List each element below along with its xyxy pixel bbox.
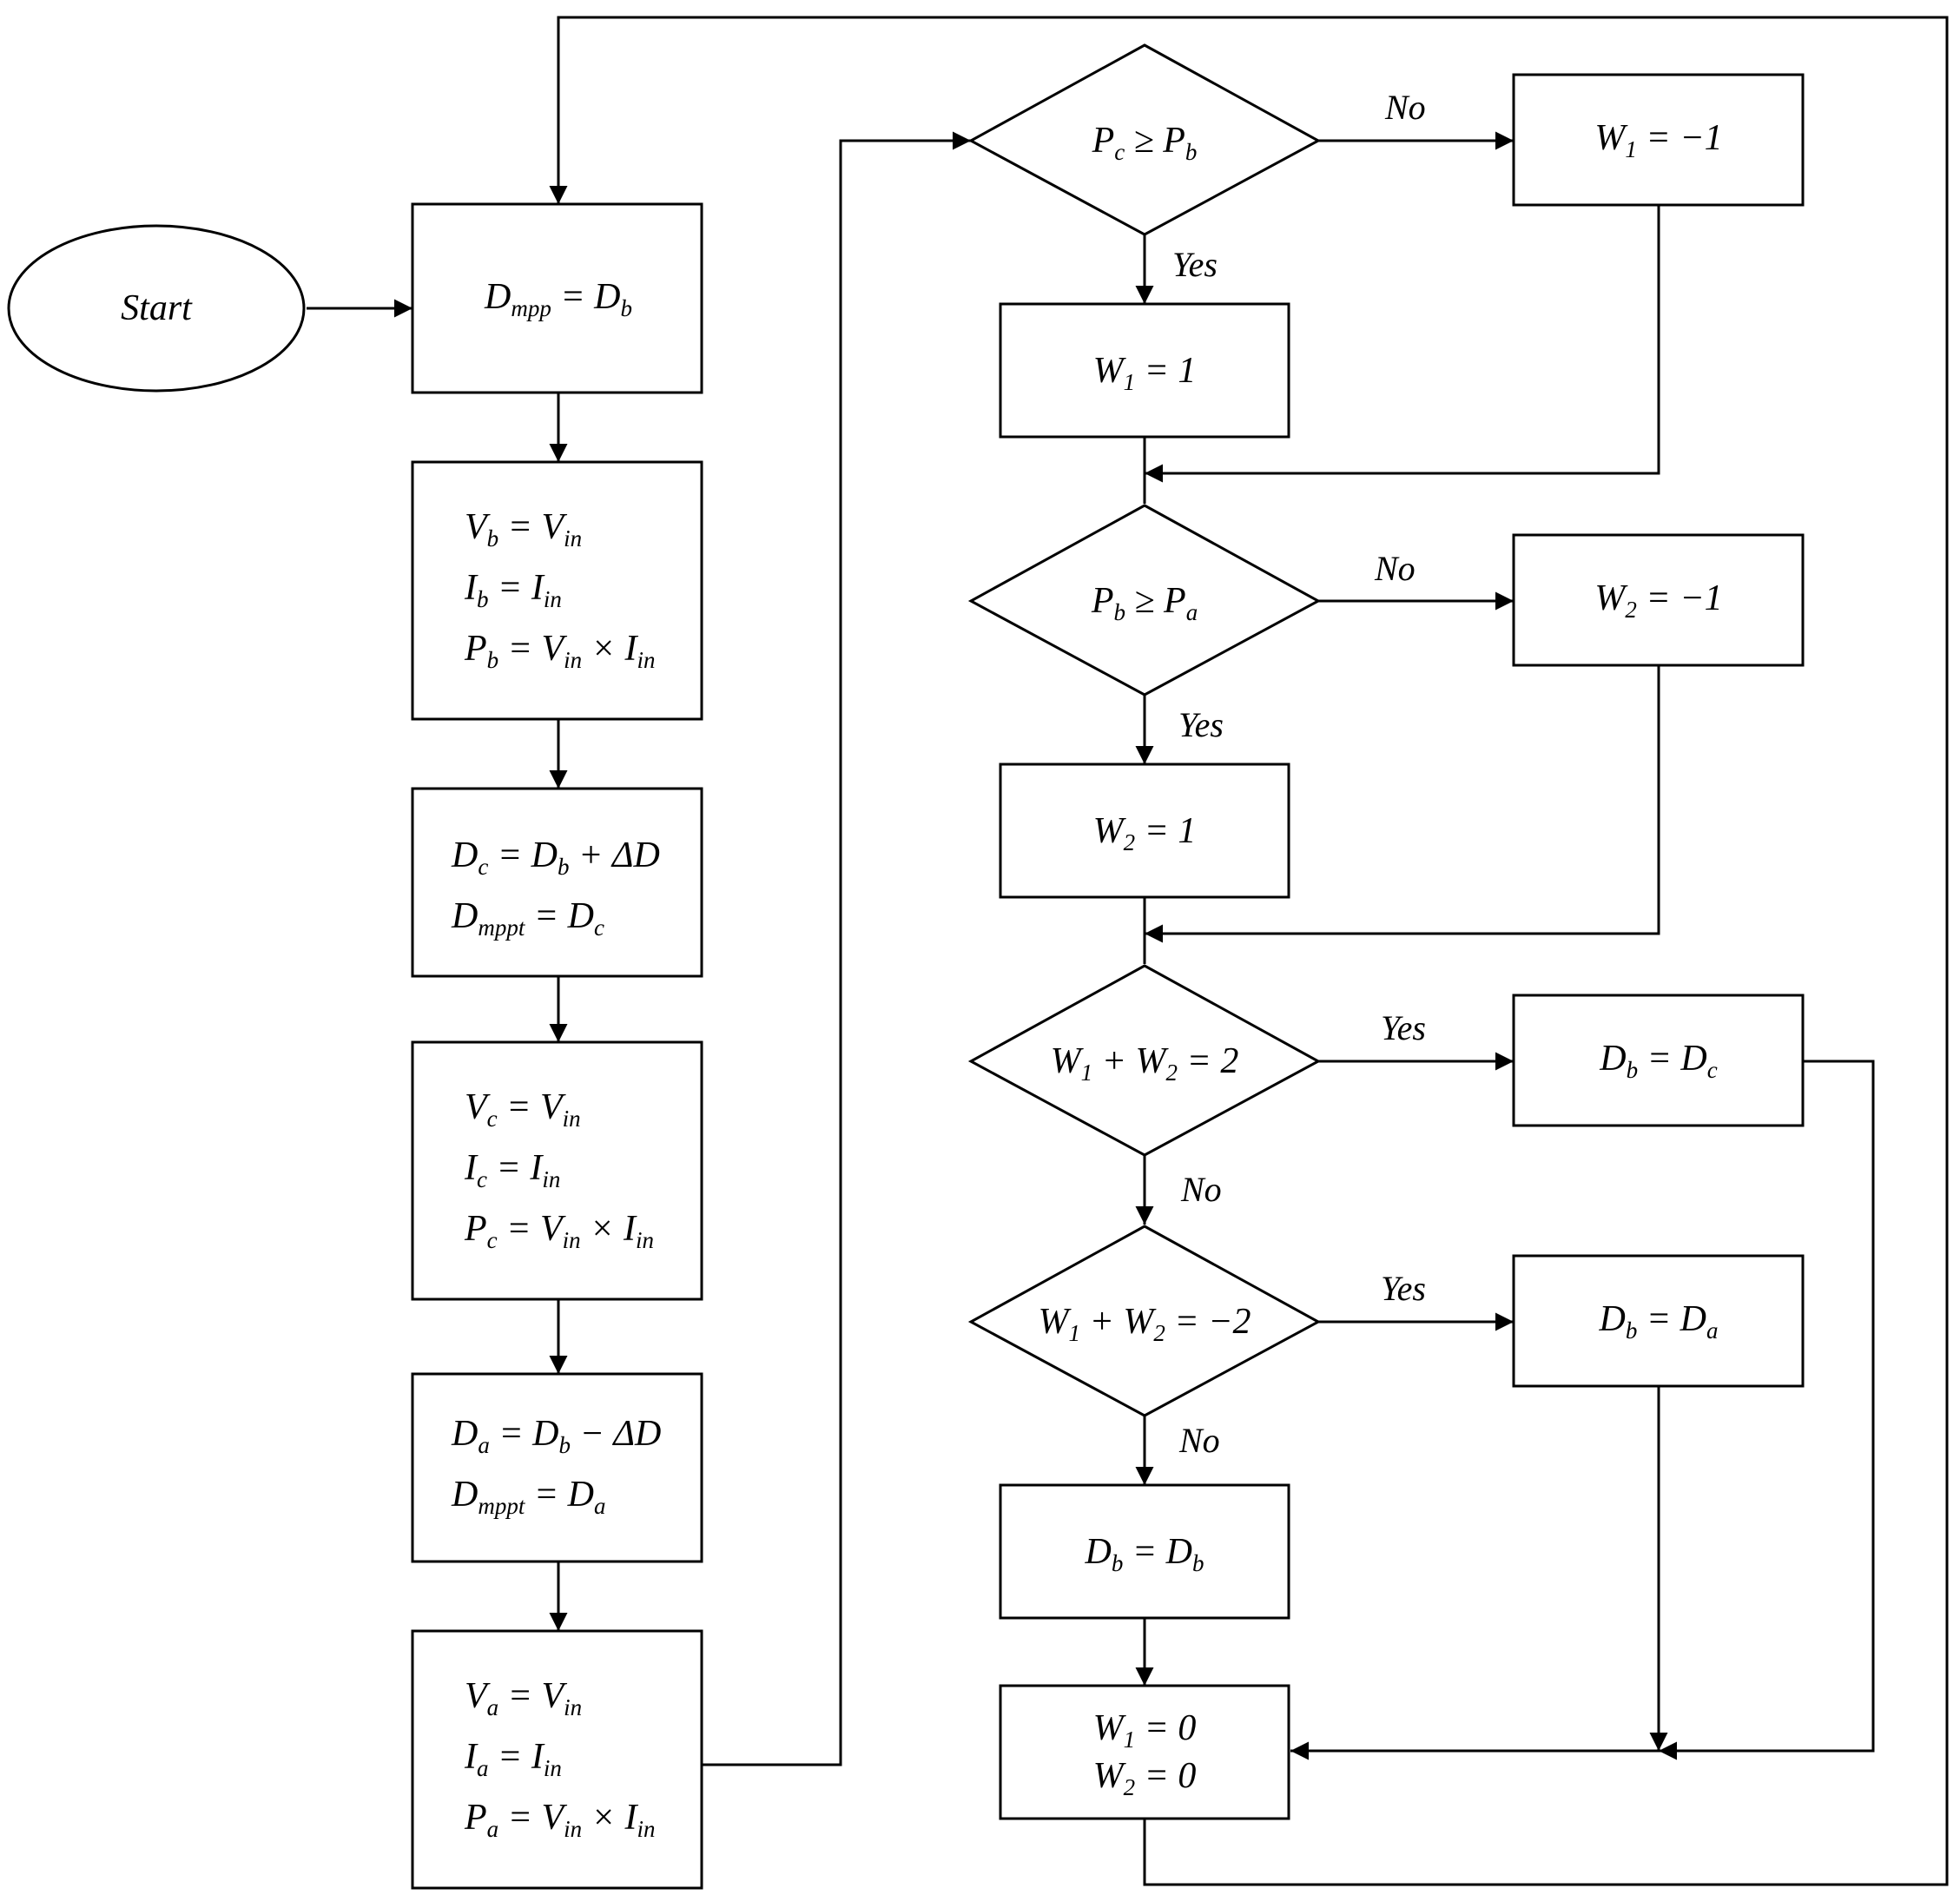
- label-yes-3: Yes: [1381, 1008, 1426, 1047]
- pa-line: Pa = Vin × Iin: [464, 1798, 656, 1842]
- va-line: Va = Vin: [465, 1676, 582, 1720]
- box-db-eq-da: Db = Da: [1512, 1254, 1805, 1388]
- svg-text:Db = Dc: Db = Dc: [1599, 1039, 1718, 1083]
- box-db-eq-dc: Db = Dc: [1512, 994, 1805, 1127]
- box-va-ia-pa: Va = Vin Ia = Iin Pa = Vin × Iin: [411, 1629, 703, 1890]
- connector-w1neg-return: [1145, 205, 1660, 483]
- label-yes-4: Yes: [1381, 1269, 1426, 1308]
- dmppt-dc-line: Dmppt = Dc: [451, 896, 604, 941]
- box-vc-ic-pc: Vc = Vin Ic = Iin Pc = Vin × Iin: [411, 1040, 703, 1301]
- ia-line: Ia = Iin: [464, 1737, 562, 1781]
- box-db-eq-db: Db = Db: [999, 1483, 1290, 1620]
- dc-line: Dc = Db + ΔD: [451, 835, 660, 880]
- svg-text:W1 = −1: W1 = −1: [1594, 118, 1722, 162]
- arrow-va-to-decision1: [702, 131, 971, 1766]
- svg-text:W2 = 0: W2 = 0: [1093, 1756, 1197, 1800]
- box-da-dmppt: Da = Db − ΔD Dmppt = Da: [411, 1372, 703, 1563]
- box-w2-eq-1: W2 = 1: [999, 763, 1290, 899]
- label-no-3: No: [1180, 1170, 1222, 1209]
- box-w-reset: W1 = 0 W2 = 0: [999, 1684, 1290, 1820]
- box-vb-ib-pb: Vb = Vin Ib = Iin Pb = Vin × Iin: [411, 460, 703, 721]
- svg-text:W2 = 1: W2 = 1: [1093, 811, 1197, 855]
- dmpp-db-text: Dmpp = Db: [484, 277, 632, 321]
- box-w1-eq-1: W1 = 1: [999, 302, 1290, 439]
- label-yes-1: Yes: [1172, 245, 1218, 284]
- svg-text:Db = Da: Db = Da: [1598, 1299, 1718, 1344]
- decision-w-sum-2: W1 + W2 = 2: [967, 964, 1322, 1157]
- vb-line: Vb = Vin: [465, 507, 582, 551]
- svg-text:W1 + W2 = −2: W1 + W2 = −2: [1038, 1302, 1251, 1346]
- label-yes-2: Yes: [1178, 705, 1224, 744]
- pb-line: Pb = Vin × Iin: [464, 629, 656, 673]
- box-dc-dmppt: Dc = Db + ΔD Dmppt = Dc: [411, 787, 703, 978]
- box-w1-eq-neg1: W1 = −1: [1512, 73, 1805, 207]
- arrow-dbdc-return: [1659, 1060, 1875, 1760]
- decision-pb-ge-pa: Pb ≥ Pa: [967, 504, 1322, 697]
- dmppt-da-line: Dmppt = Da: [451, 1475, 606, 1519]
- da-line: Da = Db − ΔD: [451, 1414, 661, 1458]
- svg-text:Pb ≥ Pa: Pb ≥ Pa: [1091, 581, 1198, 625]
- connector-w2neg-return: [1145, 665, 1660, 943]
- vc-line: Vc = Vin: [465, 1087, 581, 1132]
- start-node: Start: [7, 224, 306, 393]
- svg-text:W1 = 1: W1 = 1: [1093, 351, 1197, 395]
- label-no-1: No: [1384, 88, 1426, 127]
- svg-text:W2 = −1: W2 = −1: [1594, 578, 1722, 623]
- branch-labels: No Yes No Yes Yes No Yes No: [1172, 88, 1426, 1460]
- decision-w-sum-neg2: W1 + W2 = −2: [967, 1225, 1322, 1417]
- arrow-loop-back: [549, 16, 1949, 1886]
- box-w2-eq-neg1: W2 = −1: [1512, 533, 1805, 667]
- ib-line: Ib = Iin: [464, 568, 562, 612]
- ic-line: Ic = Iin: [464, 1148, 560, 1192]
- box-dmpp-db: Dmpp = Db: [411, 202, 703, 394]
- svg-text:W1 + W2 = 2: W1 + W2 = 2: [1051, 1041, 1239, 1086]
- svg-text:W1 = 0: W1 = 0: [1093, 1708, 1197, 1753]
- label-no-2: No: [1374, 549, 1416, 588]
- decision-pc-ge-pb: Pc ≥ Pb: [967, 43, 1322, 236]
- pc-line: Pc = Vin × Iin: [464, 1209, 654, 1253]
- label-no-4: No: [1178, 1421, 1220, 1460]
- svg-text:Db = Db: Db = Db: [1084, 1532, 1204, 1576]
- start-label: Start: [121, 288, 193, 328]
- connectors: [307, 16, 1949, 1886]
- svg-text:Pc ≥ Pb: Pc ≥ Pb: [1092, 121, 1198, 165]
